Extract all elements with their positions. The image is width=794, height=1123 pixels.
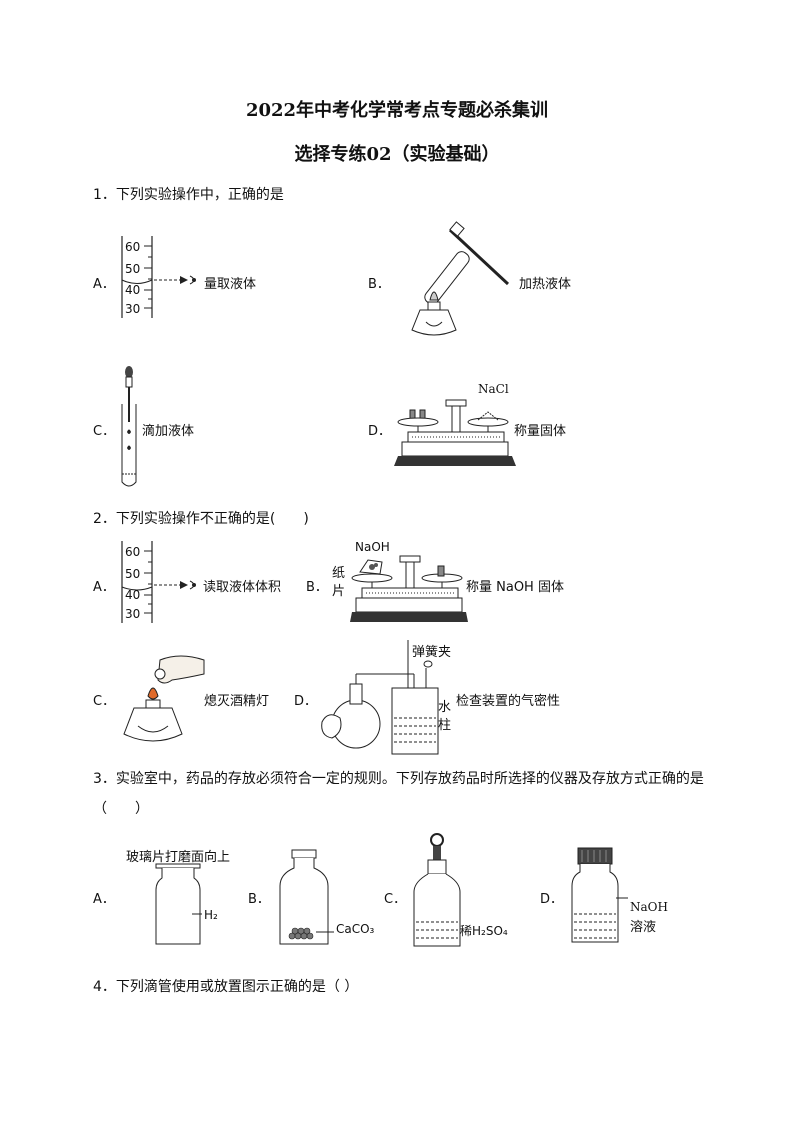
q2-option-d-letter: D．	[294, 694, 318, 709]
q2-option-a-caption: 读取液体体积	[203, 580, 282, 595]
q3-option-a-note: 玻璃片打磨面向上	[126, 850, 231, 865]
q3-option-d-letter: D．	[540, 892, 564, 907]
q2-option-c-letter: C．	[93, 694, 116, 709]
graduated-cylinder-reading-illustration-2	[121, 541, 196, 623]
q2-option-b-caption: 称量 NaOH 固体	[466, 580, 564, 595]
balance-weighing-nacl-illustration	[394, 399, 516, 466]
dropper-bottle-h2so4-illustration	[413, 833, 461, 947]
gas-jar-h2-illustration	[155, 863, 202, 945]
scale-tick-50: 50	[125, 567, 141, 581]
graduated-cylinder-reading-illustration	[121, 236, 196, 318]
q2-option-c-caption: 熄灭酒精灯	[204, 694, 270, 709]
q1-reagent-label: NaCl	[478, 382, 509, 396]
q1-option-a-caption: 量取液体	[204, 277, 257, 292]
scale-tick-50: 50	[125, 262, 141, 276]
q2-option-d-caption: 检查装置的气密性	[456, 694, 561, 709]
scale-tick-30: 30	[125, 607, 141, 621]
page-subtitle: 选择专练02（实验基础）	[294, 144, 500, 165]
q3-reagent-caco3: CaCO₃	[336, 922, 375, 936]
airtightness-check-apparatus-illustration	[321, 640, 439, 755]
dropper-in-test-tube-illustration	[121, 366, 137, 487]
spring-clip-label: 弹簧夹	[412, 645, 452, 660]
scale-tick-60: 60	[125, 545, 141, 559]
scale-tick-60: 60	[125, 240, 141, 254]
extinguishing-alcohol-lamp-illustration	[123, 655, 205, 742]
q2-option-a-letter: A．	[93, 580, 115, 595]
question-3-stem-cont: （ ）	[93, 801, 149, 817]
q2-reagent-label: NaOH	[355, 540, 390, 554]
q3-reagent-h2: H₂	[204, 908, 218, 922]
q1-option-b-letter: B．	[368, 277, 390, 292]
q1-option-b-caption: 加热液体	[519, 277, 572, 292]
balance-weighing-naoh-illustration	[350, 555, 468, 622]
q1-option-a-letter: A．	[93, 277, 115, 292]
scale-tick-30: 30	[125, 302, 141, 316]
scale-tick-40: 40	[125, 588, 141, 602]
q1-option-c-letter: C．	[93, 424, 116, 439]
question-1-stem: 1．下列实验操作中，正确的是	[93, 187, 284, 203]
q2-option-b-letter: B．	[306, 580, 328, 595]
scale-tick-40: 40	[125, 283, 141, 297]
reagent-bottle-naoh-illustration	[571, 847, 628, 943]
question-2-stem: 2．下列实验操作不正确的是( )	[93, 511, 309, 527]
question-3-stem: 3．实验室中，药品的存放必须符合一定的规则。下列存放药品时所选择的仪器及存放方式…	[93, 771, 704, 787]
water-column-label-bottom: 柱	[438, 718, 452, 733]
q1-option-c-caption: 滴加液体	[142, 424, 195, 439]
paper-label-bottom: 片	[332, 584, 346, 599]
q3-option-b-letter: B．	[248, 892, 270, 907]
q1-option-d-caption: 称量固体	[514, 424, 567, 439]
q3-reagent-naoh: NaOH	[630, 900, 668, 914]
q3-option-c-letter: C．	[384, 892, 407, 907]
question-4-stem: 4．下列滴管使用或放置图示正确的是（ ）	[93, 979, 359, 995]
q3-reagent-h2so4: 稀H₂SO₄	[460, 924, 508, 938]
heating-liquid-illustration	[411, 221, 510, 336]
reagent-bottle-caco3-illustration	[279, 849, 334, 945]
page-title: 2022年中考化学常考点专题必杀集训	[245, 100, 549, 121]
paper-label-top: 纸	[332, 566, 346, 581]
q3-option-a-letter: A．	[93, 892, 115, 907]
q3-reagent-solution: 溶液	[630, 920, 657, 935]
water-column-label-top: 水	[438, 700, 452, 715]
q1-option-d-letter: D．	[368, 424, 392, 439]
